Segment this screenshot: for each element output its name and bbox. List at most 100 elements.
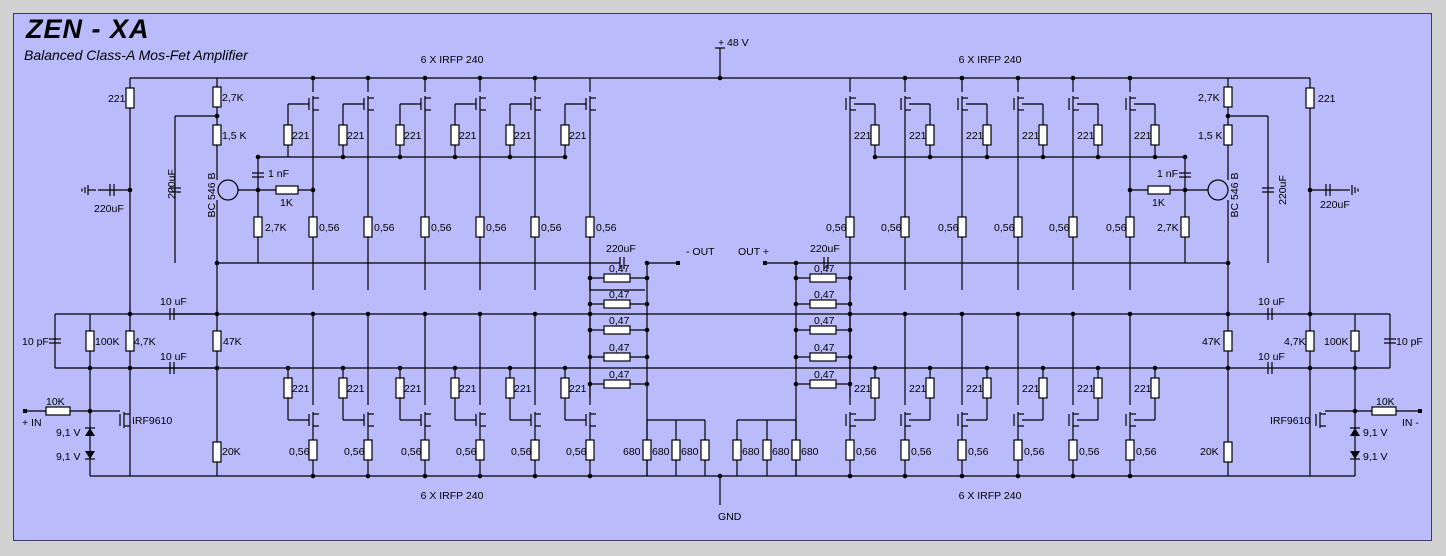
- bias-resistor-label: 680: [681, 446, 699, 458]
- bias-resistor-label: 680: [623, 446, 641, 458]
- compensation-cap-label: 10 pF: [22, 336, 49, 348]
- gate-resistor-label: 221: [292, 383, 310, 395]
- resistor: [283, 124, 293, 146]
- gate-resistor-label: 221: [514, 383, 532, 395]
- resistor: [1223, 441, 1233, 463]
- zener-label: 9,1 V: [56, 427, 81, 439]
- junction-dot: [1040, 365, 1046, 371]
- bank-label-bottom-right: 6 X IRFP 240: [959, 490, 1022, 502]
- resistor: [85, 330, 95, 352]
- resistor: [1305, 330, 1315, 352]
- zener-label: 9,1 V: [1363, 427, 1388, 439]
- source-resistor-label: 0,56: [344, 446, 365, 458]
- gate-resistor-label: 221: [1022, 130, 1040, 142]
- resistor: [845, 216, 855, 238]
- zener-label: 9,1 V: [56, 451, 81, 463]
- bias-resistor-label: 221: [1318, 93, 1336, 105]
- junction-dot: [452, 365, 458, 371]
- junction-dot: [422, 473, 428, 479]
- bias-resistor-label: 680: [742, 446, 760, 458]
- gate-resistor-label: 221: [292, 130, 310, 142]
- input-resistor-label: 100K: [1324, 336, 1349, 348]
- resistor: [957, 216, 967, 238]
- transistor-label: BC 546 B: [1229, 173, 1241, 218]
- junction-dot: [959, 75, 965, 81]
- resistor: [1305, 87, 1315, 109]
- gate-resistor-label: 221: [1134, 130, 1152, 142]
- resistor: [671, 439, 681, 461]
- resistor: [338, 124, 348, 146]
- junction-dot: [532, 473, 538, 479]
- input-resistor-label: 100K: [95, 336, 120, 348]
- resistor: [308, 216, 318, 238]
- ground-label: GND: [718, 511, 742, 523]
- bias-resistor-label: 47K: [1202, 336, 1221, 348]
- resistor: [125, 330, 135, 352]
- divider-resistor-label: 2,7K: [265, 222, 287, 234]
- pmos-label: IRF9610: [132, 415, 172, 427]
- source-resistor-label: 0,56: [289, 446, 310, 458]
- resistor: [1068, 216, 1078, 238]
- zener-label: 9,1 V: [1363, 451, 1388, 463]
- bypass-cap-label: 220uF: [1277, 175, 1289, 205]
- resistor: [809, 325, 837, 335]
- gate-resistor-label: 221: [854, 130, 872, 142]
- gate-resistor-label: 221: [347, 130, 365, 142]
- resistor: [363, 216, 373, 238]
- junction-dot: [477, 311, 483, 317]
- resistor: [420, 216, 430, 238]
- emitter-resistor-label: 0,47: [814, 315, 835, 327]
- junction-dot: [477, 75, 483, 81]
- junction-dot: [1070, 75, 1076, 81]
- source-resistor-label: 0,56: [911, 446, 932, 458]
- resistor: [732, 439, 742, 461]
- emitter-resistor-label: 0,47: [814, 263, 835, 275]
- input-terminal: [23, 409, 27, 413]
- resistor: [809, 379, 837, 389]
- resistor: [1150, 124, 1160, 146]
- bias-resistor-label: 680: [652, 446, 670, 458]
- junction-dot: [310, 473, 316, 479]
- resistor: [530, 216, 540, 238]
- emitter-resistor-label: 0,47: [609, 263, 630, 275]
- coupling-cap-label: 10 uF: [160, 351, 187, 363]
- trim-resistor-label: 20K: [222, 446, 241, 458]
- junction-dot: [1127, 311, 1133, 317]
- resistor: [603, 299, 631, 309]
- junction-dot: [310, 75, 316, 81]
- junction-dot: [717, 473, 723, 479]
- output-right-label: OUT +: [738, 246, 769, 258]
- resistor: [925, 124, 935, 146]
- gate-resistor-label: 221: [404, 383, 422, 395]
- junction-dot: [959, 311, 965, 317]
- resistor: [642, 439, 652, 461]
- junction-dot: [127, 311, 133, 317]
- junction-dot: [365, 75, 371, 81]
- source-resistor-label: 0,56: [881, 222, 902, 234]
- resistor: [870, 124, 880, 146]
- resistor: [212, 441, 222, 463]
- coupling-cap-label: 10 uF: [160, 296, 187, 308]
- junction-dot: [255, 187, 261, 193]
- resistor: [1350, 330, 1360, 352]
- gate-resistor-label: 221: [514, 130, 532, 142]
- page-subtitle: Balanced Class-A Mos-Fet Amplifier: [24, 47, 248, 63]
- junction-dot: [902, 311, 908, 317]
- junction-dot: [1070, 473, 1076, 479]
- junction-dot: [902, 75, 908, 81]
- bypass-cap-label: 220uF: [94, 203, 124, 215]
- feedback-cap-label: 1 nF: [1157, 168, 1178, 180]
- gate-resistor-label: 221: [1077, 383, 1095, 395]
- gate-resistor-label: 221: [909, 130, 927, 142]
- junction-dot: [847, 473, 853, 479]
- gate-resistor-label: 221: [347, 383, 365, 395]
- bypass-cap-label: 220uF: [166, 169, 178, 199]
- input-left-label: + IN: [22, 417, 42, 429]
- junction-dot: [644, 260, 650, 266]
- source-resistor-label: 0,56: [456, 446, 477, 458]
- transistor-label: BC 546 B: [206, 173, 218, 218]
- feedback-resistor-label: 1K: [1152, 197, 1165, 209]
- emitter-resistor-label: 0,47: [814, 342, 835, 354]
- input-resistor-label: 4,7K: [1284, 336, 1306, 348]
